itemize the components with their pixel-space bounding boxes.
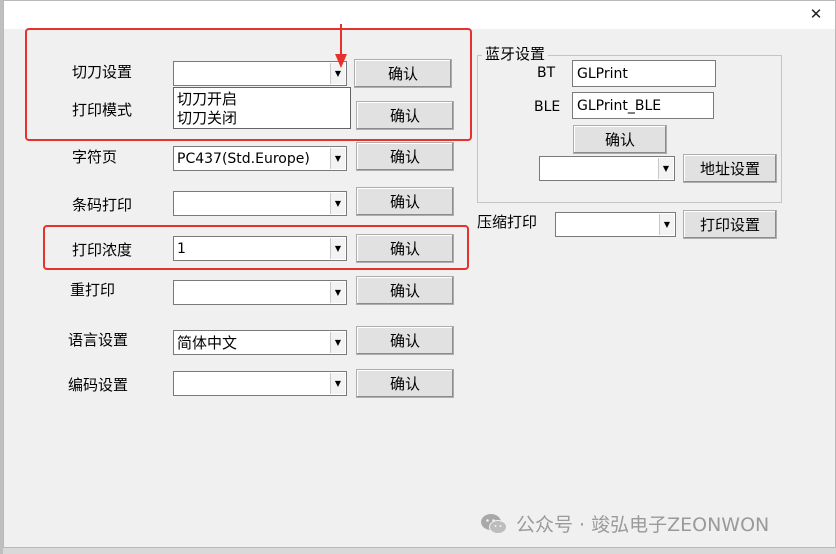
- reprint-label: 重打印: [70, 281, 116, 299]
- close-button[interactable]: ✕: [801, 2, 831, 26]
- density-select-value: 1: [177, 241, 186, 257]
- cutter-dropdown-list: 切刀开启 切刀关闭: [173, 87, 351, 129]
- highlight-box-density: [43, 225, 469, 270]
- bt-name-value: GLPrint: [577, 66, 628, 82]
- chevron-down-icon[interactable]: ▼: [330, 373, 345, 394]
- density-confirm-button[interactable]: 确认: [356, 234, 454, 263]
- compress-print-select[interactable]: ▼: [555, 212, 676, 237]
- title-bar: ✕: [4, 1, 835, 29]
- cutter-select[interactable]: ▼: [173, 61, 347, 86]
- language-select[interactable]: 简体中文 ▼: [173, 330, 347, 355]
- dropdown-option-cutter-on[interactable]: 切刀开启: [177, 90, 238, 108]
- language-label: 语言设置: [68, 331, 129, 349]
- ble-label: BLE: [534, 99, 561, 115]
- code-page-select-value: PC437(Std.Europe): [177, 151, 310, 167]
- compress-print-label: 压缩打印: [477, 213, 538, 231]
- highlight-box-cutter: [25, 28, 472, 141]
- address-settings-button[interactable]: 地址设置: [683, 154, 777, 183]
- dropdown-option-cutter-off[interactable]: 切刀关闭: [177, 109, 238, 127]
- settings-dialog: ✕: [3, 0, 836, 548]
- red-arrow-icon: [335, 24, 347, 68]
- reprint-select[interactable]: ▼: [173, 280, 347, 305]
- barcode-label: 条码打印: [72, 196, 133, 214]
- chevron-down-icon[interactable]: ▼: [659, 214, 674, 235]
- print-mode-label: 打印模式: [72, 101, 133, 119]
- chevron-down-icon[interactable]: ▼: [330, 332, 345, 353]
- watermark: 公众号 · 竣弘电子ZEONWON: [480, 510, 769, 537]
- chevron-down-icon[interactable]: ▼: [330, 282, 345, 303]
- code-page-select[interactable]: PC437(Std.Europe) ▼: [173, 146, 347, 171]
- cutter-confirm-button[interactable]: 确认: [354, 59, 452, 88]
- desktop-edge: [0, 0, 3, 554]
- density-label: 打印浓度: [72, 241, 133, 259]
- code-page-label: 字符页: [72, 148, 118, 166]
- print-mode-confirm-button[interactable]: 确认: [356, 101, 454, 130]
- watermark-text: 公众号 · 竣弘电子ZEONWON: [516, 514, 770, 536]
- chevron-down-icon[interactable]: ▼: [330, 148, 345, 169]
- chevron-down-icon[interactable]: ▼: [330, 193, 345, 214]
- encoding-select[interactable]: ▼: [173, 371, 347, 396]
- wechat-icon: [481, 513, 507, 534]
- ble-name-value: GLPrint_BLE: [577, 98, 662, 114]
- close-icon: ✕: [809, 5, 823, 23]
- encoding-confirm-button[interactable]: 确认: [356, 369, 454, 398]
- ble-name-field[interactable]: GLPrint_BLE: [572, 92, 714, 119]
- density-select[interactable]: 1 ▼: [173, 236, 347, 261]
- encoding-label: 编码设置: [68, 376, 129, 394]
- print-settings-button[interactable]: 打印设置: [683, 210, 777, 239]
- barcode-select[interactable]: ▼: [173, 191, 347, 216]
- barcode-confirm-button[interactable]: 确认: [356, 187, 454, 216]
- code-page-confirm-button[interactable]: 确认: [356, 142, 454, 171]
- address-select[interactable]: ▼: [539, 156, 675, 181]
- cutter-label: 切刀设置: [72, 63, 133, 81]
- bt-label: BT: [537, 65, 556, 81]
- bluetooth-group-title: 蓝牙设置: [482, 45, 549, 63]
- chevron-down-icon[interactable]: ▼: [330, 63, 345, 84]
- chevron-down-icon[interactable]: ▼: [658, 158, 673, 179]
- bluetooth-group: [477, 55, 782, 203]
- bt-name-field[interactable]: GLPrint: [572, 60, 716, 87]
- language-select-value: 简体中文: [177, 334, 238, 352]
- language-confirm-button[interactable]: 确认: [356, 326, 454, 355]
- reprint-confirm-button[interactable]: 确认: [356, 276, 454, 305]
- chevron-down-icon[interactable]: ▼: [330, 238, 345, 259]
- bluetooth-confirm-button[interactable]: 确认: [573, 125, 667, 154]
